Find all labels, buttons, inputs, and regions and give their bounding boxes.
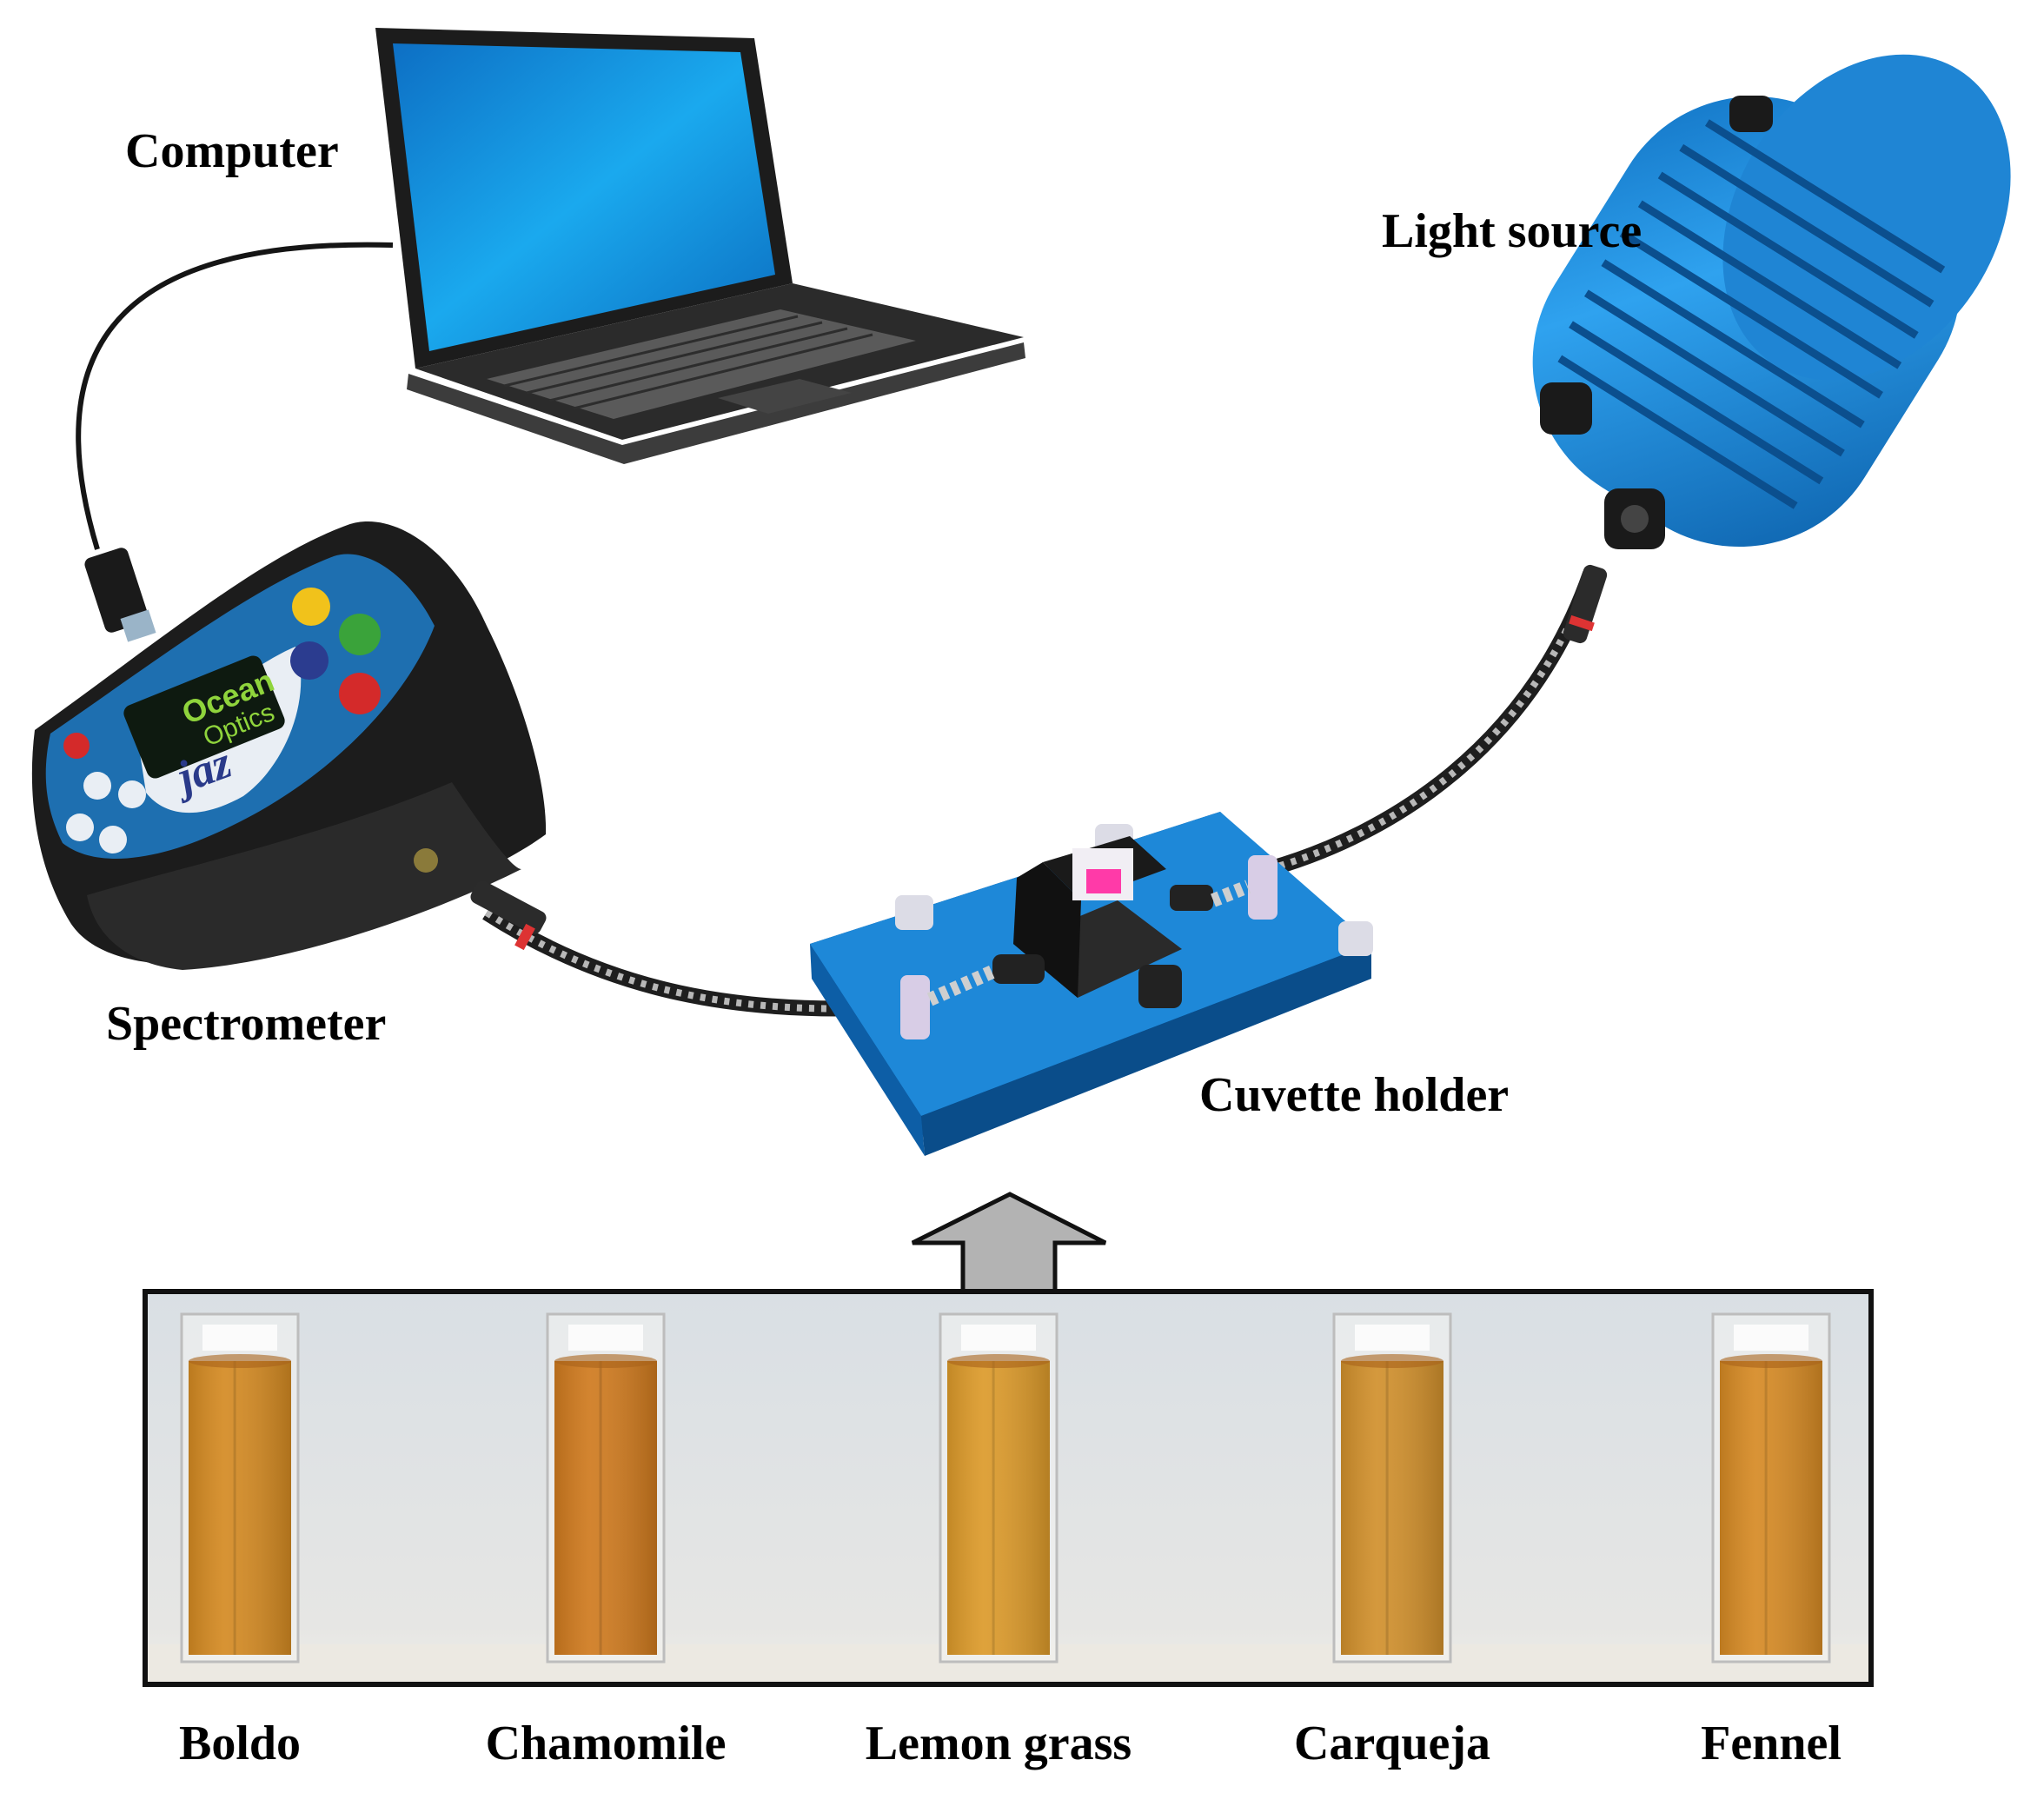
label-sample: Chamomile	[485, 1717, 727, 1770]
usb-cable	[76, 242, 394, 550]
label-cuvette-holder: Cuvette holder	[1199, 1068, 1510, 1122]
fiber-connector-light	[1563, 564, 1608, 644]
save-button-icon	[292, 588, 330, 626]
fiber-mount-right	[1248, 855, 1278, 920]
label-light-source: Light source	[1382, 204, 1642, 258]
spectrometer-device: Ocean Optics jaz	[31, 521, 547, 970]
fiber-connector-spectrometer	[470, 880, 547, 934]
upward-arrow	[911, 1192, 1107, 1294]
home-button-icon	[290, 641, 328, 680]
label-computer: Computer	[125, 124, 339, 178]
sample-cuvette	[939, 1312, 1058, 1664]
label-sample: Lemon grass	[865, 1717, 1132, 1770]
cancel-button-icon	[339, 673, 381, 714]
usb-plug	[84, 548, 156, 642]
sample-cuvette	[180, 1312, 300, 1664]
check-button-icon	[339, 614, 381, 655]
cuvette-holder-stage	[810, 812, 1373, 1156]
spectrometer-screen	[123, 655, 285, 779]
fiber-cable-light	[1266, 571, 1598, 877]
sample-cuvette	[546, 1312, 666, 1664]
laptop-computer	[375, 28, 1025, 464]
laptop-screen	[393, 43, 775, 351]
sample-cuvette	[1711, 1312, 1831, 1664]
fiber-mount-left	[900, 975, 930, 1039]
light-source-lamp	[1532, 54, 2011, 549]
label-sample: Boldo	[178, 1717, 302, 1770]
sample-cuvette	[1332, 1312, 1452, 1664]
label-sample: Fennel	[1701, 1717, 1842, 1770]
power-button-icon	[63, 733, 90, 759]
label-sample: Carqueja	[1293, 1717, 1491, 1770]
label-spectrometer: Spectrometer	[106, 997, 387, 1051]
